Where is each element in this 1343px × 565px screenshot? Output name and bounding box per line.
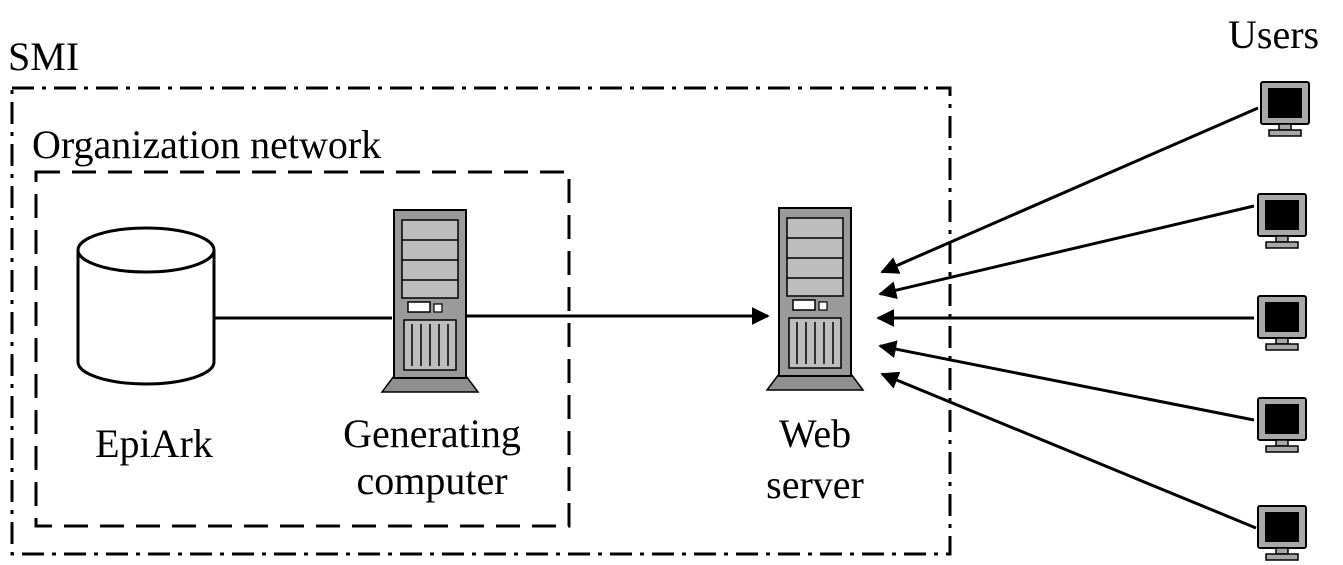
- web-server-label-line1: Web: [779, 411, 851, 456]
- user-link-arrow: [880, 106, 1259, 274]
- generating-computer-label-line2: computer: [356, 458, 507, 503]
- smi-boundary: [10, 86, 952, 556]
- user-monitor-icon: [1257, 295, 1307, 351]
- organization-network-boundary: [34, 170, 571, 528]
- users-label: Users: [1228, 12, 1319, 57]
- epiark-label: EpiArk: [95, 421, 213, 466]
- web-server-icon: [766, 207, 864, 391]
- generating-computer-label-line1: Generating: [343, 411, 521, 456]
- smi-label: SMI: [8, 34, 79, 79]
- user-monitor-icon: [1257, 397, 1307, 453]
- user-link-arrow: [880, 371, 1257, 530]
- organization-network-label: Organization network: [32, 122, 381, 167]
- user-link-arrow: [878, 340, 1255, 422]
- user-monitor-icon: [1260, 81, 1310, 137]
- user-monitor-icon: [1257, 505, 1307, 561]
- database-cylinder-icon: [76, 226, 216, 386]
- generating-computer-server-icon: [381, 209, 479, 393]
- web-server-label-line2: server: [766, 462, 864, 507]
- user-link-arrow: [878, 204, 1255, 300]
- user-monitor-icon: [1257, 193, 1307, 249]
